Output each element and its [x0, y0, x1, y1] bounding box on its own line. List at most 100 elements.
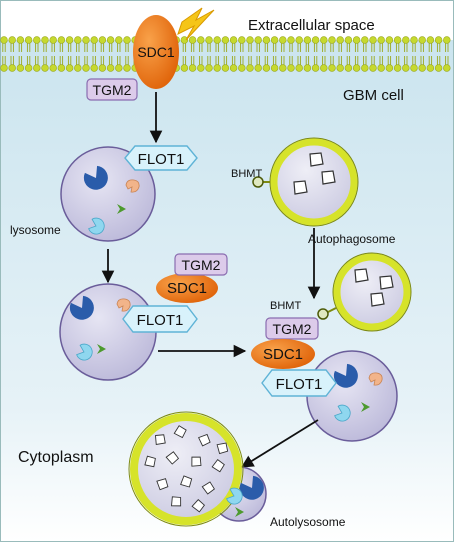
- tgm2-label-3: TGM2: [273, 321, 312, 337]
- extracellular-background: [0, 0, 454, 40]
- lipid-head: [205, 36, 213, 44]
- sdc1-label-3: SDC1: [263, 346, 303, 363]
- cargo-fragment-icon: [155, 434, 166, 445]
- cytoplasm-label: Cytoplasm: [18, 449, 94, 466]
- lipid-head: [65, 64, 74, 72]
- sdc1-fusion-protein: [251, 339, 315, 369]
- lipid-head: [24, 36, 33, 44]
- lipid-head: [74, 36, 82, 44]
- lipid-head: [115, 64, 123, 72]
- autolysosome-vesicle: [130, 413, 242, 525]
- lipid-head: [336, 36, 344, 44]
- lipid-head: [8, 36, 16, 44]
- lipid-head: [205, 64, 213, 72]
- lipid-head: [287, 36, 295, 44]
- lipid-head: [344, 64, 353, 72]
- lipid-head: [246, 36, 254, 44]
- lipid-head: [90, 36, 98, 44]
- cargo-fragment-icon: [354, 268, 369, 283]
- lipid-head: [106, 64, 115, 72]
- lipid-head: [123, 64, 131, 72]
- lipid-head: [434, 36, 443, 44]
- lipid-head: [385, 36, 394, 44]
- lipid-head: [49, 64, 57, 72]
- lipid-head: [74, 64, 82, 72]
- lipid-head: [229, 64, 238, 72]
- lipid-head: [238, 36, 246, 44]
- bhmt-label-2: BHMT: [270, 300, 301, 312]
- lipid-head: [49, 36, 57, 44]
- lipid-head: [16, 64, 25, 72]
- lipid-head: [352, 64, 361, 72]
- lipid-head: [123, 36, 131, 44]
- lipid-head: [443, 36, 451, 44]
- lipid-head: [328, 36, 336, 44]
- bhmt-marker-2: [317, 308, 329, 320]
- lipid-head: [418, 36, 426, 44]
- lipid-head: [180, 36, 189, 44]
- lysosome-1: [60, 146, 156, 242]
- lipid-head: [303, 64, 312, 72]
- lipid-head: [24, 64, 33, 72]
- lipid-head: [418, 64, 426, 72]
- lipid-head: [106, 36, 115, 44]
- sdc1-label-2: SDC1: [167, 280, 207, 297]
- lipid-head: [279, 36, 287, 44]
- lipid-head: [303, 36, 312, 44]
- flot1-label-2: FLOT1: [137, 312, 184, 329]
- lipid-head: [16, 36, 25, 44]
- lipid-head: [213, 36, 221, 44]
- tgm2-box-top: [86, 78, 138, 101]
- arrow-to-autolysosome: [240, 419, 319, 468]
- flot1-hexagon-2: [122, 305, 198, 333]
- lipid-head: [369, 64, 377, 72]
- lipid-head: [0, 36, 8, 44]
- cargo-fragment-icon: [379, 275, 394, 290]
- bhmt-marker-1: [252, 176, 264, 188]
- lipid-head: [254, 64, 262, 72]
- lipid-head: [410, 64, 418, 72]
- lipid-head: [320, 36, 328, 44]
- tgm2-box-3: [265, 317, 319, 340]
- lipid-head: [295, 64, 303, 72]
- lipid-head: [57, 64, 66, 72]
- bhmt-label-1: BHMT: [231, 168, 262, 180]
- lipid-head: [295, 36, 303, 44]
- lipid-head: [221, 64, 230, 72]
- lipid-head: [352, 36, 361, 44]
- tgm2-label-2: TGM2: [182, 257, 221, 273]
- cargo-fragment-icon: [170, 495, 183, 508]
- lipid-head: [311, 36, 320, 44]
- lipid-head: [385, 64, 394, 72]
- lipid-head: [434, 64, 443, 72]
- cargo-fragment-icon: [321, 170, 336, 185]
- lipid-head: [279, 64, 287, 72]
- lipid-head: [402, 64, 410, 72]
- sdc1-membrane-protein: [133, 15, 179, 89]
- cargo-fragment-icon: [293, 180, 308, 195]
- flot1-hexagon-1: [124, 145, 198, 171]
- lipid-head: [320, 64, 328, 72]
- lipid-head: [82, 64, 90, 72]
- autophagosome-2-outline: [332, 252, 412, 332]
- lipid-head: [8, 64, 16, 72]
- lipid-head: [410, 36, 418, 44]
- lipid-head: [361, 64, 369, 72]
- lipid-head: [262, 64, 271, 72]
- cargo-fragment-icon: [309, 152, 324, 167]
- lipid-head: [188, 36, 197, 44]
- bhmt-stalk-2: [327, 307, 337, 313]
- flot1-label-3: FLOT1: [276, 376, 323, 393]
- lipid-head: [98, 64, 107, 72]
- lipid-head: [270, 64, 279, 72]
- tgm2-label-top: TGM2: [93, 82, 132, 98]
- lipid-head: [98, 36, 107, 44]
- lipid-head: [197, 36, 205, 44]
- lipid-head: [197, 64, 205, 72]
- lipid-head: [33, 36, 41, 44]
- lipid-head: [254, 36, 262, 44]
- cargo-fragment-icon: [370, 292, 385, 307]
- lipid-head: [65, 36, 74, 44]
- lipid-head: [402, 36, 410, 44]
